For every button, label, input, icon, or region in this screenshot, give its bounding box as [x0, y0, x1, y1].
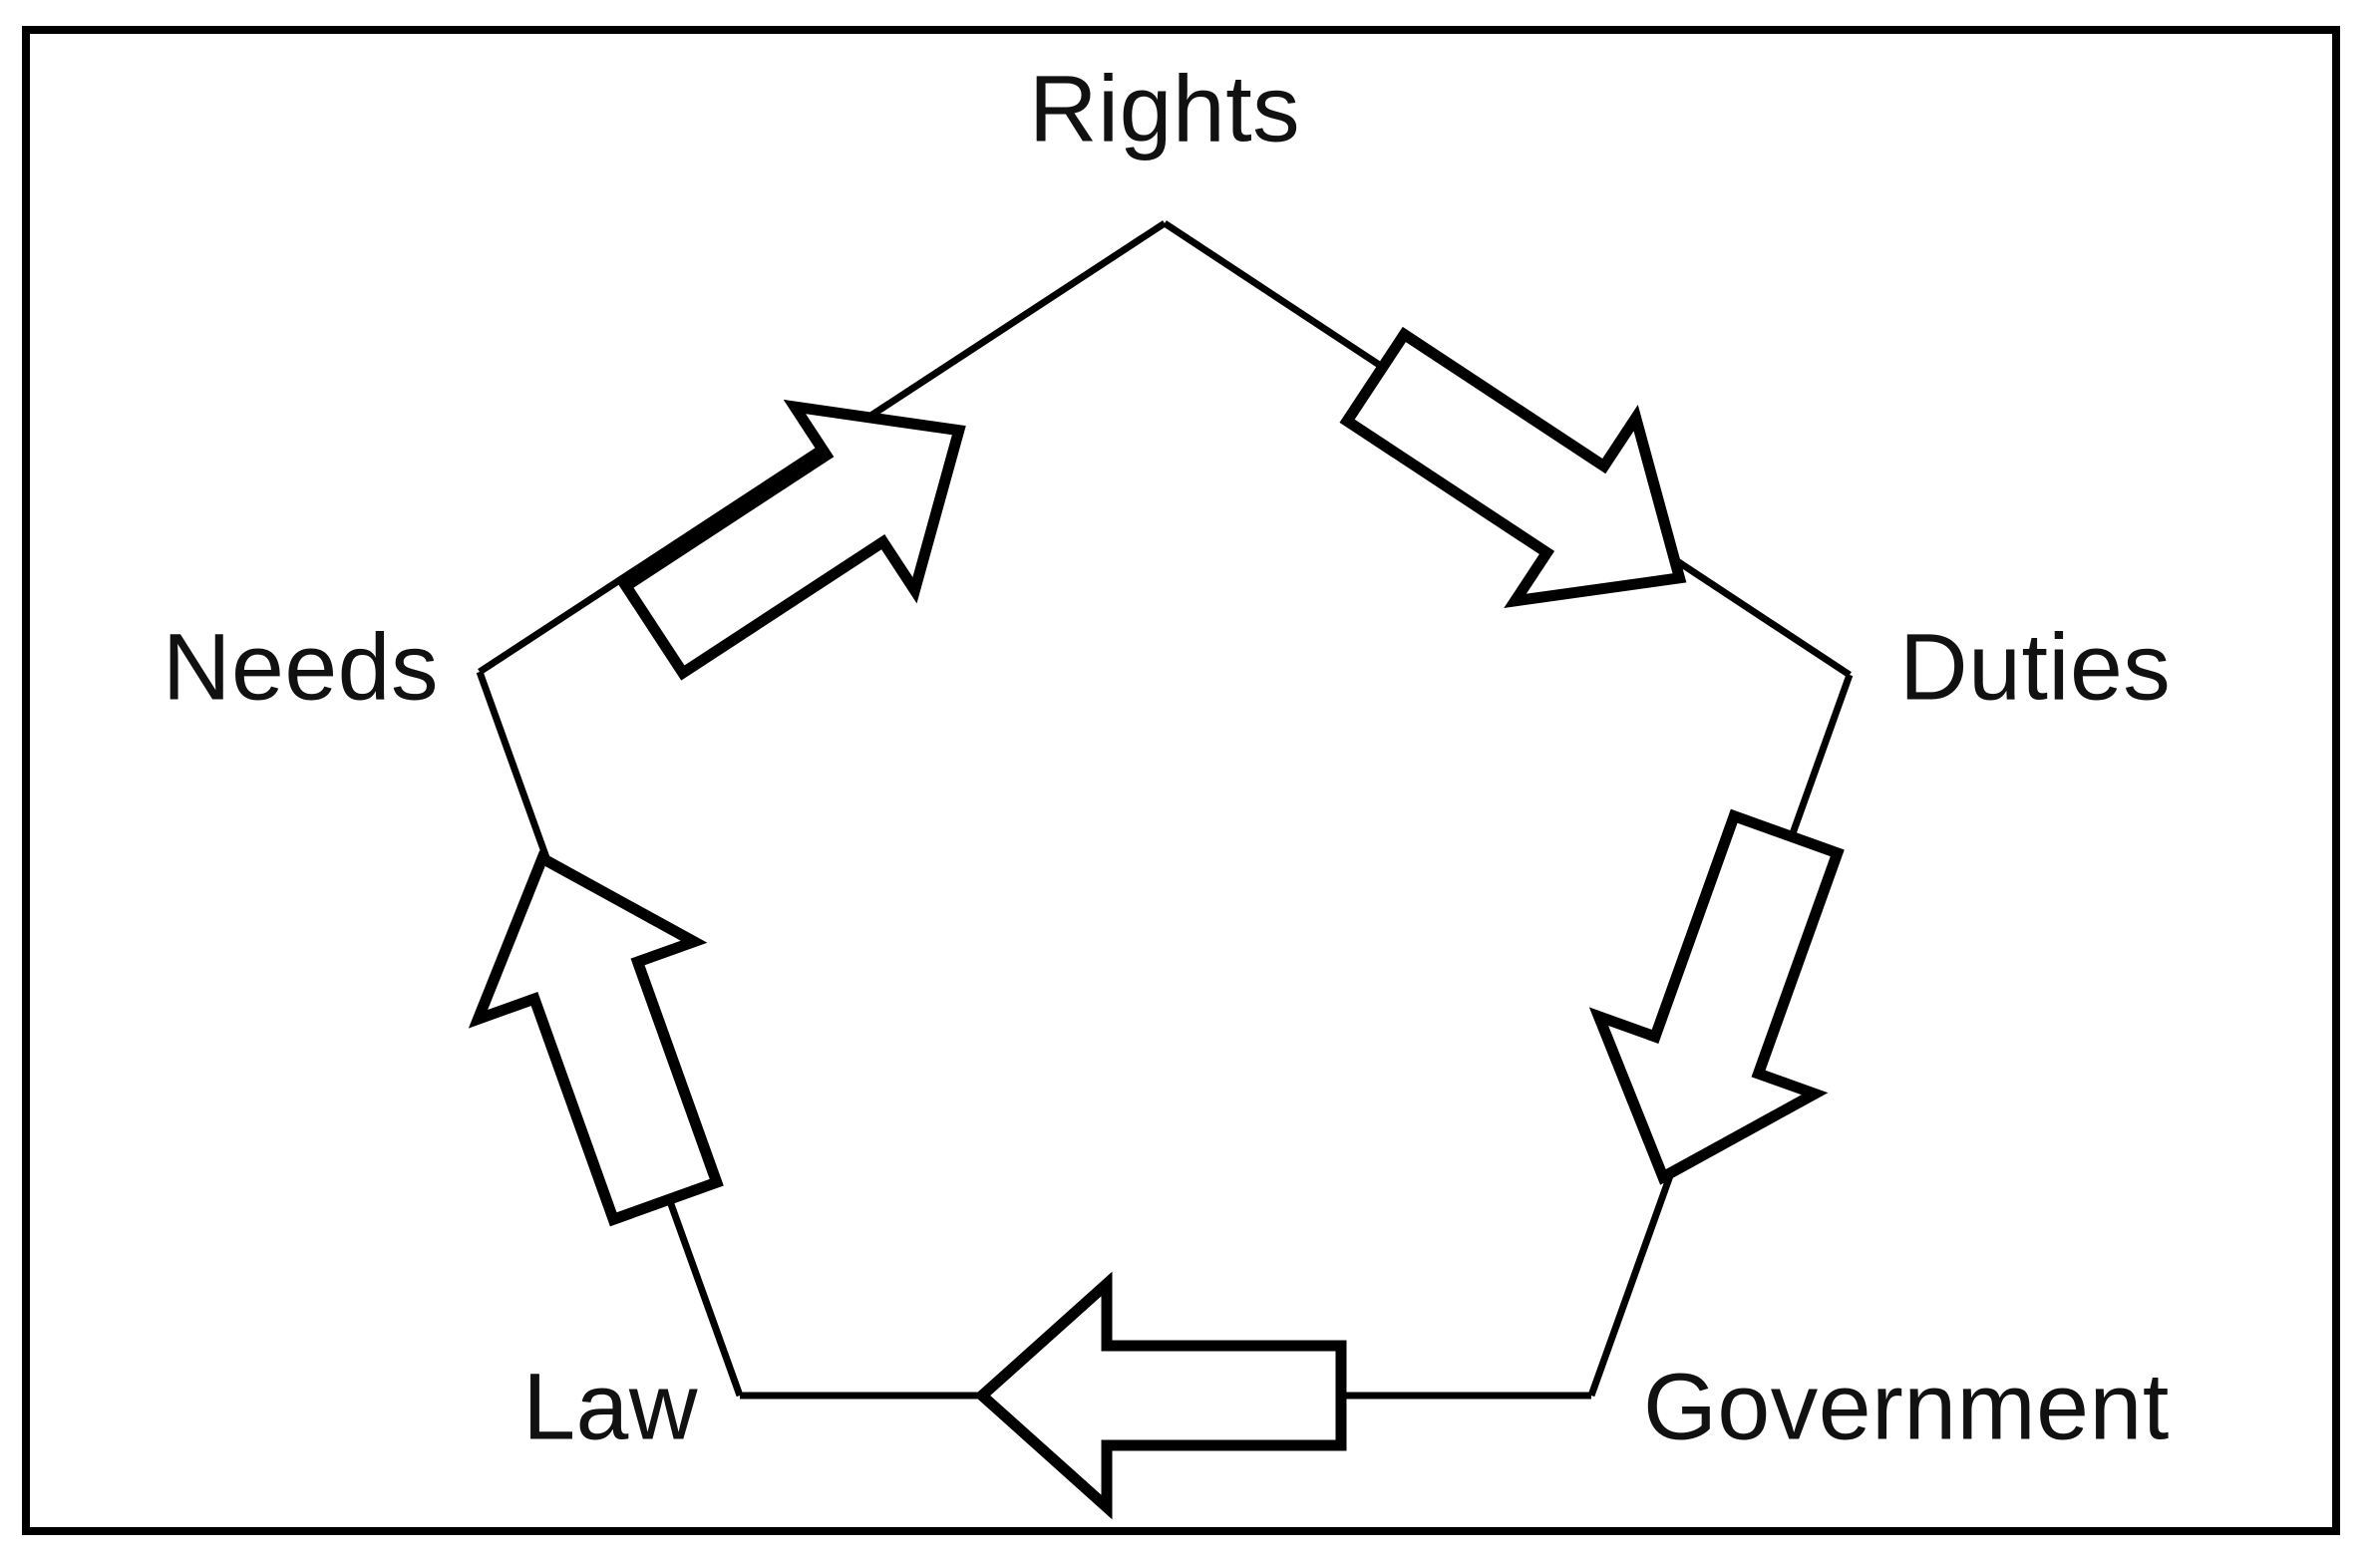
arrow-rights-to-duties: [1339, 326, 1687, 608]
flow-arrows: [468, 326, 1845, 1520]
arrow-duties-to-government: [1588, 808, 1845, 1185]
arrow-law-to-needs: [468, 850, 724, 1227]
pentagon-edges: [476, 220, 1854, 1400]
node-label-law: Law: [522, 1354, 698, 1460]
arrow-government-to-law: [973, 1271, 1347, 1520]
node-label-duties: Duties: [1899, 614, 2172, 721]
node-label-government: Government: [1643, 1354, 2170, 1460]
arrow-needs-to-rights: [618, 399, 966, 681]
node-label-rights: Rights: [1028, 56, 1301, 162]
outer-frame: [22, 26, 2340, 1535]
node-label-needs: Needs: [162, 614, 439, 721]
